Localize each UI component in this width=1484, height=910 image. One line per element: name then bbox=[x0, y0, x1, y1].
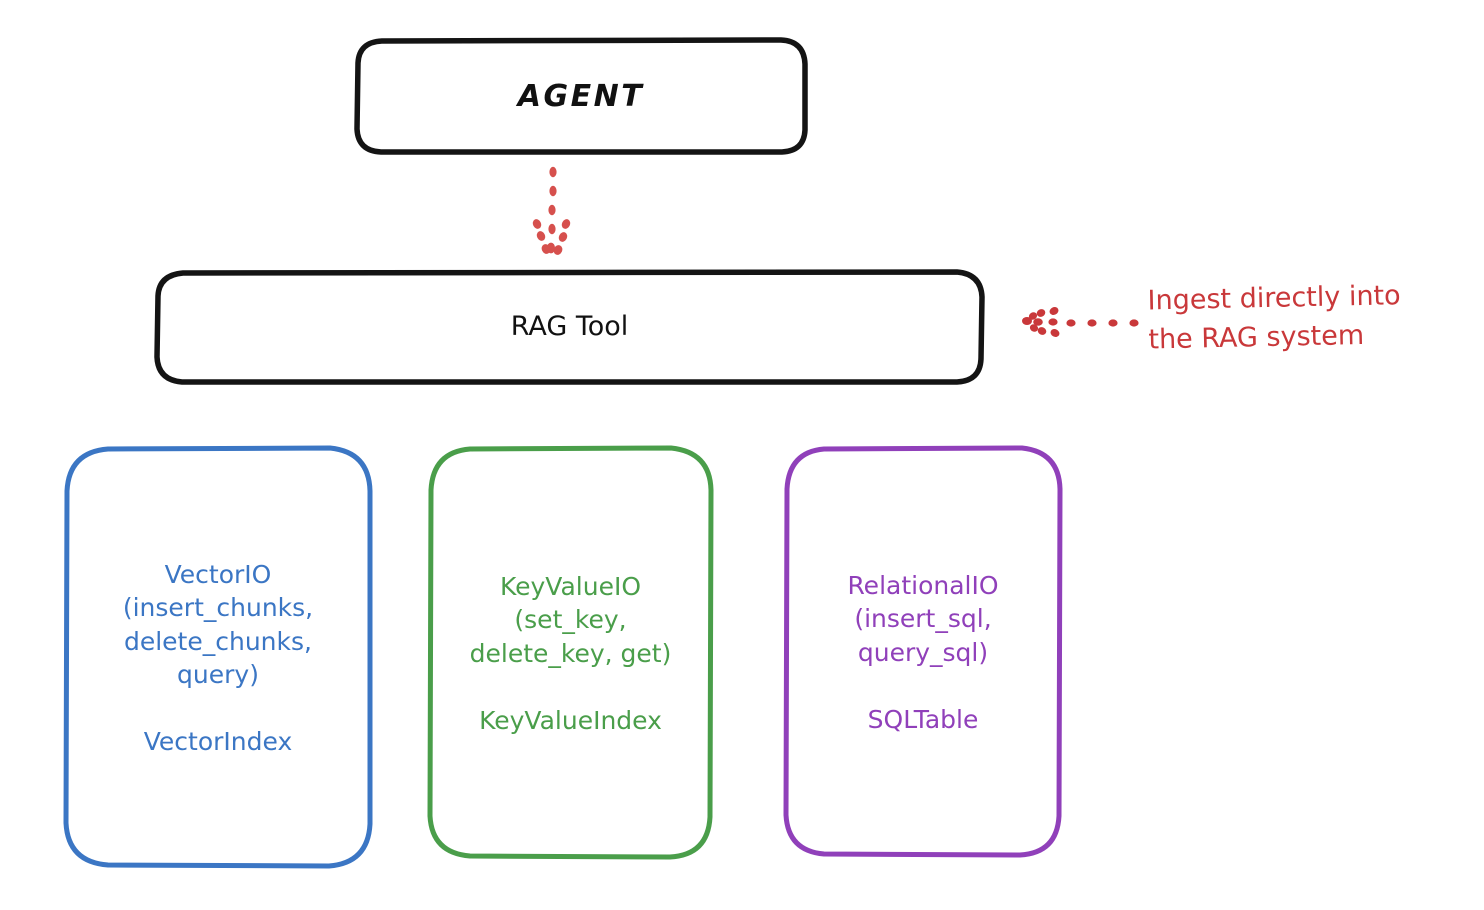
agent-label: AGENT bbox=[517, 79, 645, 114]
rag-tool-box-outline bbox=[154, 269, 985, 385]
key-value-io-node[interactable]: KeyValueIO (set_key, delete_key, get) Ke… bbox=[430, 448, 711, 857]
sql-table-label: SQLTable bbox=[867, 704, 979, 734]
agent-box-outline bbox=[354, 37, 808, 155]
ingest-to-rag-tool-arrow bbox=[1022, 307, 1139, 337]
rag-tool-label: RAG Tool bbox=[510, 311, 629, 343]
key-value-io-label: KeyValueIO (set_key, delete_key, get) bbox=[469, 572, 672, 668]
ingest-annotation-text: Ingest directly into the RAG system bbox=[1147, 280, 1401, 356]
vector-index-label: VectorIndex bbox=[143, 727, 293, 756]
key-value-io-box-outline bbox=[427, 445, 714, 860]
relational-io-label: RelationalIO (insert_sql, query_sql) bbox=[847, 571, 999, 667]
relational-io-node[interactable]: RelationalIO (insert_sql, query_sql) SQL… bbox=[786, 448, 1060, 855]
vector-io-label: VectorIO (insert_chunks, delete_chunks, … bbox=[122, 560, 314, 689]
vector-io-box-outline bbox=[63, 445, 373, 869]
key-value-index-label: KeyValueIndex bbox=[479, 705, 662, 735]
relational-io-box-outline bbox=[783, 445, 1063, 858]
rag-tool-node[interactable]: RAG Tool bbox=[157, 272, 982, 382]
agent-node[interactable]: AGENT bbox=[357, 40, 805, 153]
agent-to-rag-tool-arrow bbox=[532, 166, 571, 255]
vector-io-node[interactable]: VectorIO (insert_chunks, delete_chunks, … bbox=[66, 448, 370, 866]
